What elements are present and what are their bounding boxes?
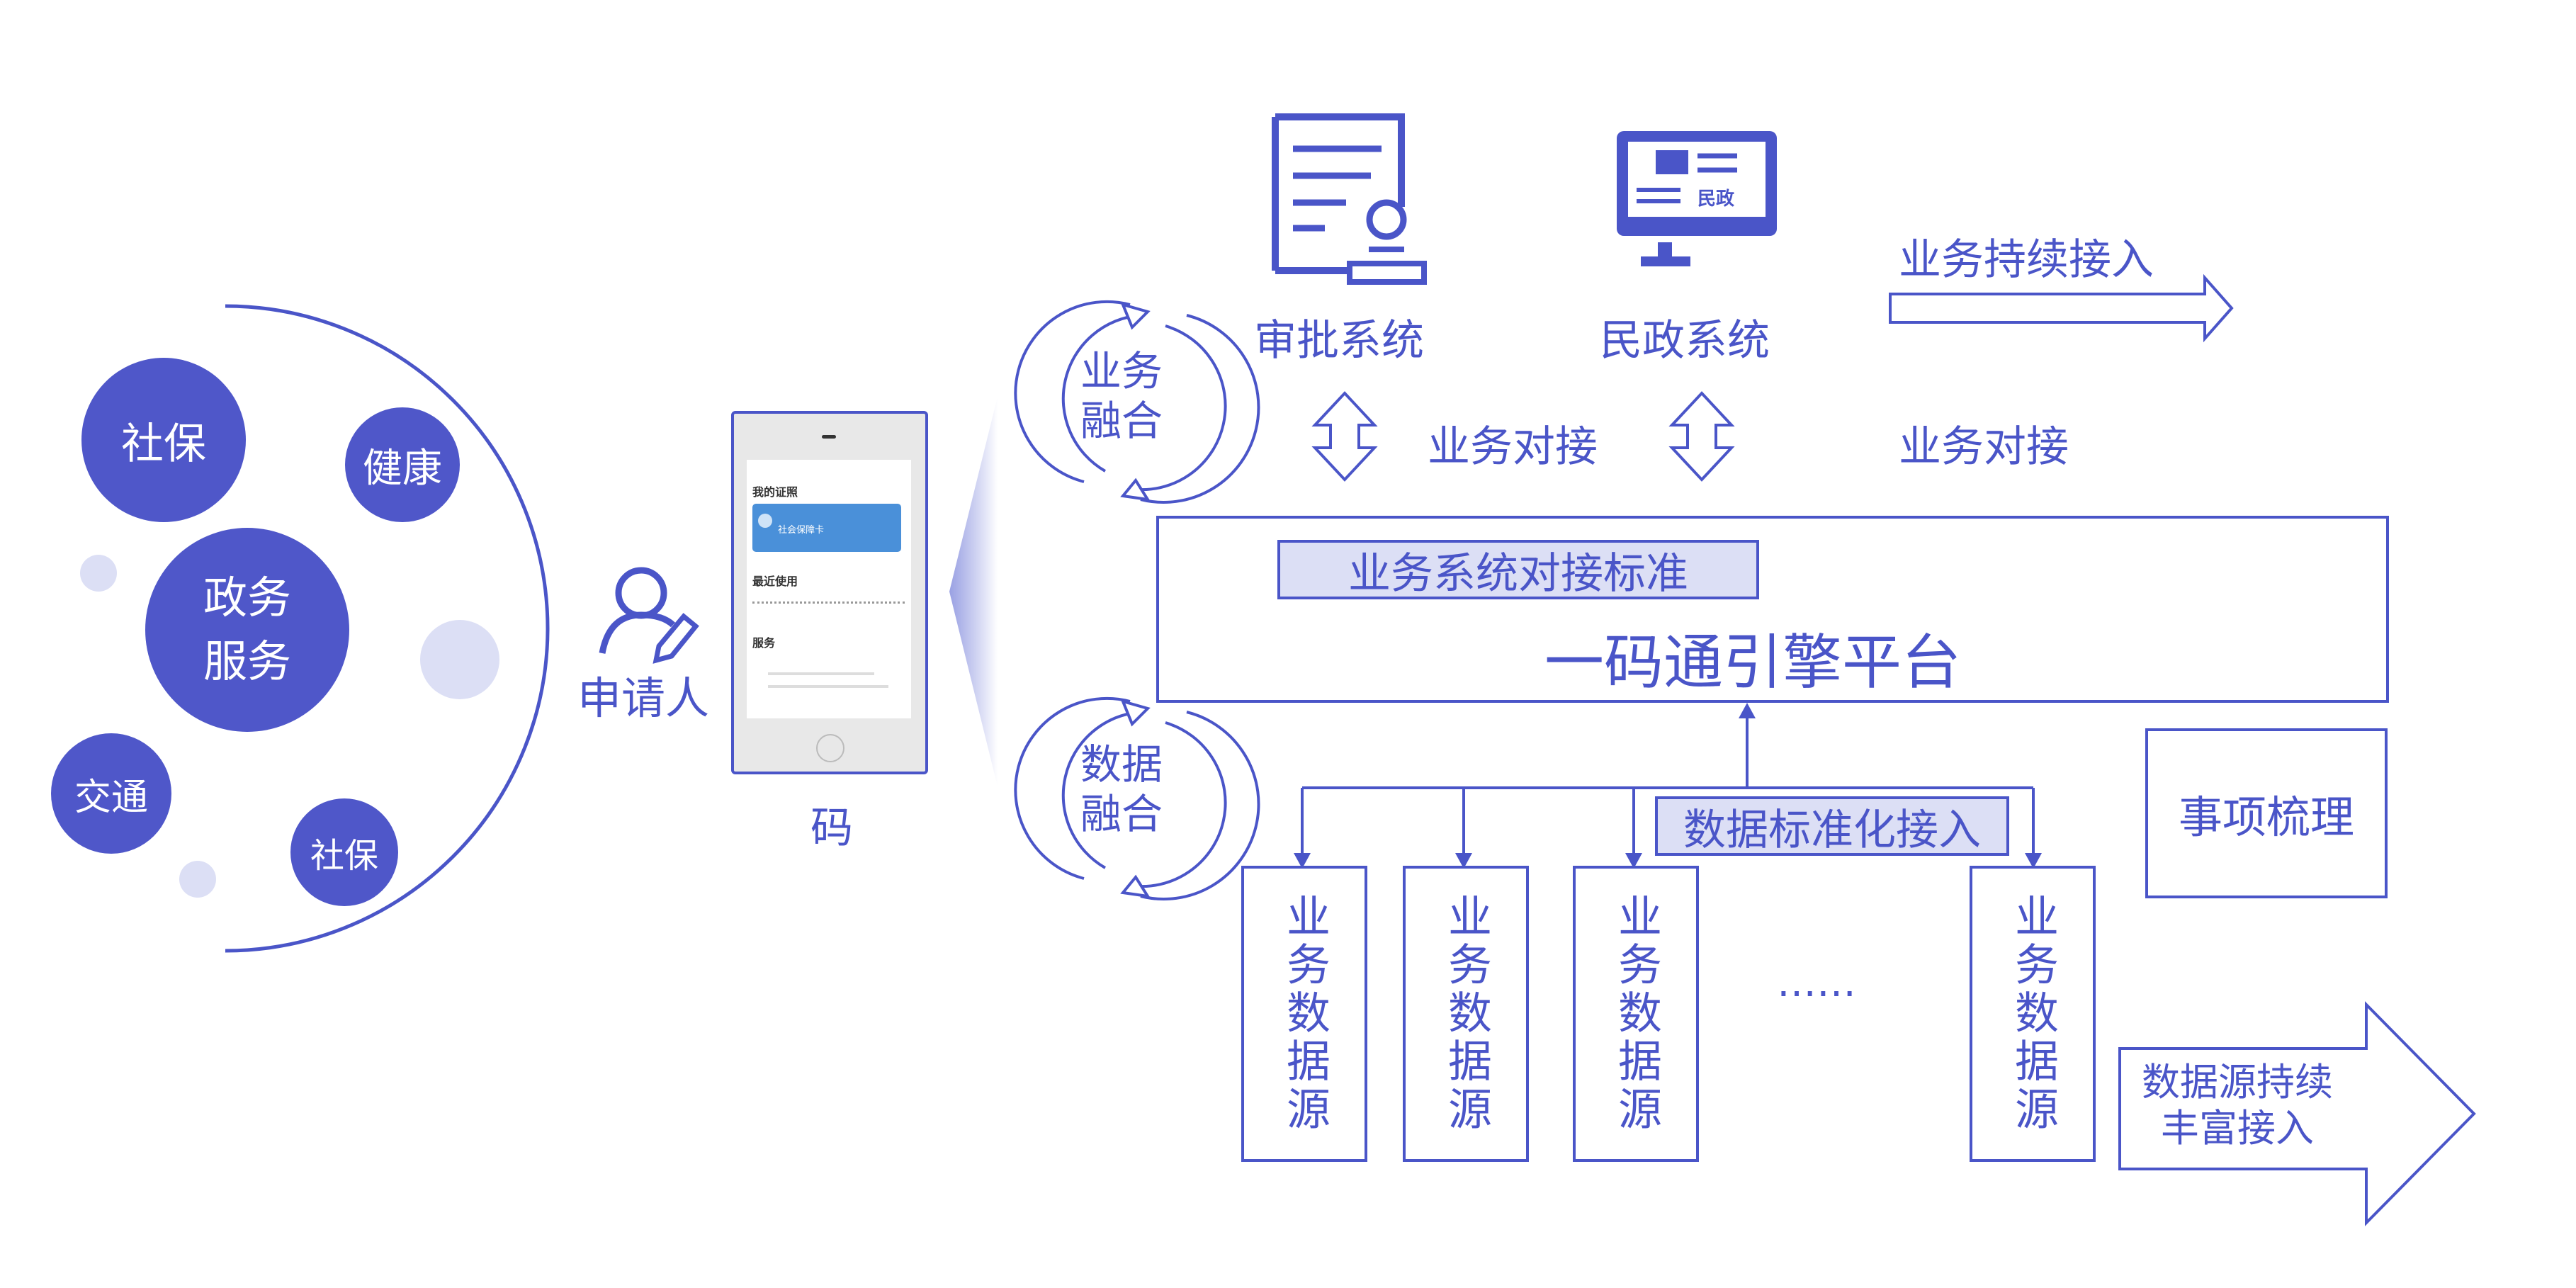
phone-mockup: 我的证照 社会保障卡 最近使用 服务 [731,411,928,774]
data-source-box: 业务数据源 [1403,866,1529,1162]
business-link-label: 业务对接 [1428,422,1598,472]
continuous-access-arrow [1889,273,2234,343]
civil-system-label: 民政系统 [1600,316,1770,366]
source-arrowheads [1294,703,2042,869]
business-link-label: 业务对接 [1899,422,2069,472]
phone-screen: 我的证照 社会保障卡 最近使用 服务 [747,460,911,718]
decor-circle [420,620,499,699]
business-fusion-label: 业务 融合 [1080,347,1163,445]
items-sorting-box: 事项梳理 [2145,728,2388,898]
data-fusion-label: 数据 融合 [1080,740,1163,838]
phone-caption: 码 [810,803,853,853]
phone-list-line [768,672,874,675]
bubble-shebao-top: 社保 [81,358,246,522]
phone-section-title: 我的证照 [752,487,798,499]
double-arrow-2 [1668,391,1735,482]
phone-list-line [768,685,888,688]
phone-home-button[interactable] [816,734,844,762]
data-source-box: 业务数据源 [1241,866,1367,1162]
civil-badge: 民政 [1697,188,1735,210]
decor-circle [80,555,117,592]
standard-tag: 业务系统对接标准 [1277,540,1759,599]
source-connectors [1301,711,2035,859]
bubble-jiaotong: 交通 [51,733,171,854]
phone-recent-row [752,601,905,608]
ellipsis: …… [1777,960,1856,1006]
applicant-label: 申请人 [577,672,710,724]
bubble-shebao-bottom: 社保 [290,798,398,906]
platform-title: 一码通引擎平台 [1544,628,1962,697]
phone-card: 社会保障卡 [752,504,901,552]
phone-section-title: 服务 [752,638,776,650]
bubble-jiankang: 健康 [345,407,460,522]
continuous-access-label: 业务持续接入 [1899,235,2154,285]
double-arrow-1 [1311,391,1378,482]
data-source-box: 业务数据源 [1970,866,2096,1162]
business-fusion-cycle [1014,300,1260,504]
card-avatar [758,514,772,528]
data-source-box: 业务数据源 [1573,866,1699,1162]
projection-fan [949,397,998,786]
approval-system-label: 审批系统 [1254,316,1424,366]
services-arc [225,304,550,953]
enrich-label: 数据源持续 丰富接入 [2142,1060,2333,1151]
data-fusion-cycle [1014,696,1260,900]
enrich-arrow [2118,1001,2476,1226]
bubble-zhengwu: 政务 服务 [145,528,349,732]
phone-speaker [822,435,836,439]
card-text: 社会保障卡 [778,524,825,535]
decor-circle [179,861,216,898]
data-standard-tag: 数据标准化接入 [1655,796,2009,856]
phone-section-title: 最近使用 [752,576,798,588]
